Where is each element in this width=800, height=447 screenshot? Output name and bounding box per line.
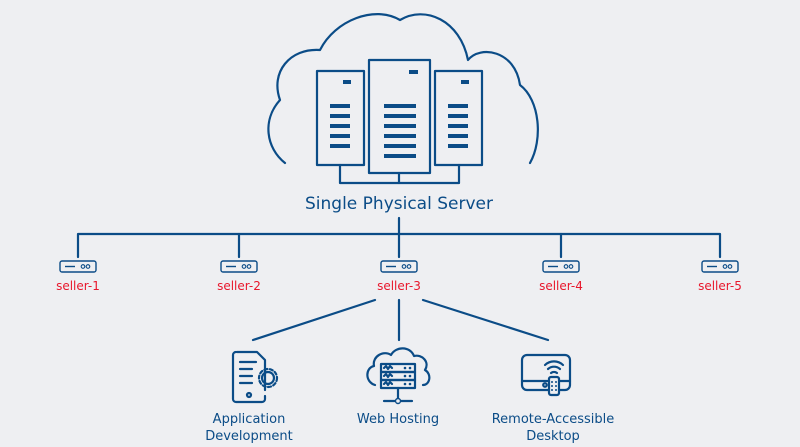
network-bus [76,216,722,259]
physical-server-icon [315,58,484,185]
cloud-server-icon [366,347,431,405]
seller-label: seller-5 [698,279,742,293]
seller-node: seller-5 [698,260,742,293]
seller-node: seller-4 [539,260,583,293]
service-connectors [251,298,550,342]
service-label-line1: Remote-Accessible [492,412,615,427]
service-label-line2: Desktop [526,429,580,444]
server-node-icon [59,260,97,273]
seller-label: seller-3 [377,279,421,293]
service-web-hosting: Web Hosting [357,347,439,427]
service-label-line1: Application [213,412,286,427]
server-node-icon [380,260,418,273]
service-remote-accessible-desktop: Remote-Accessible Desktop [492,353,615,444]
seller-node: seller-2 [217,260,261,293]
server-node-icon [542,260,580,273]
seller-node: seller-1 [56,260,100,293]
seller-label: seller-4 [539,279,583,293]
cloud-icon [267,13,539,165]
seller-label: seller-1 [56,279,100,293]
app-gear-document-icon [231,350,279,404]
server-node-icon [220,260,258,273]
seller-label: seller-2 [217,279,261,293]
remote-desktop-icon [520,353,572,397]
service-application-development: Application Development [205,350,293,444]
diagram-title: Single Physical Server [305,194,493,214]
service-label-line2: Development [205,429,293,444]
server-node-icon [701,260,739,273]
service-label-line1: Web Hosting [357,412,439,427]
seller-node: seller-3 [377,260,421,293]
